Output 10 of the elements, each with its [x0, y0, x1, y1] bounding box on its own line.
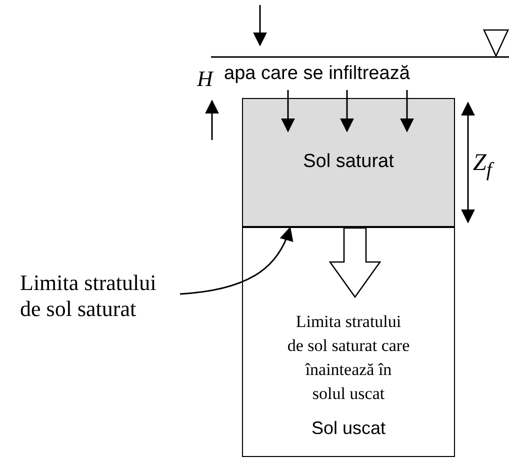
leader-line [180, 226, 293, 295]
region-label: Sol saturat [302, 151, 395, 173]
dry-soil-box [242, 227, 455, 457]
description-text: Limita stratului de sol saturat care înaintează în solul uscat [287, 311, 410, 405]
callout-label: Limita stratului de sol saturat [20, 270, 180, 322]
dimension-label: Z$_{f}$ [473, 150, 492, 182]
dimension-label: H [197, 66, 213, 92]
water-label: apa care se infiltrează [224, 63, 410, 85]
saturated-soil-box [242, 98, 455, 227]
region-label: Sol uscat [310, 418, 387, 439]
